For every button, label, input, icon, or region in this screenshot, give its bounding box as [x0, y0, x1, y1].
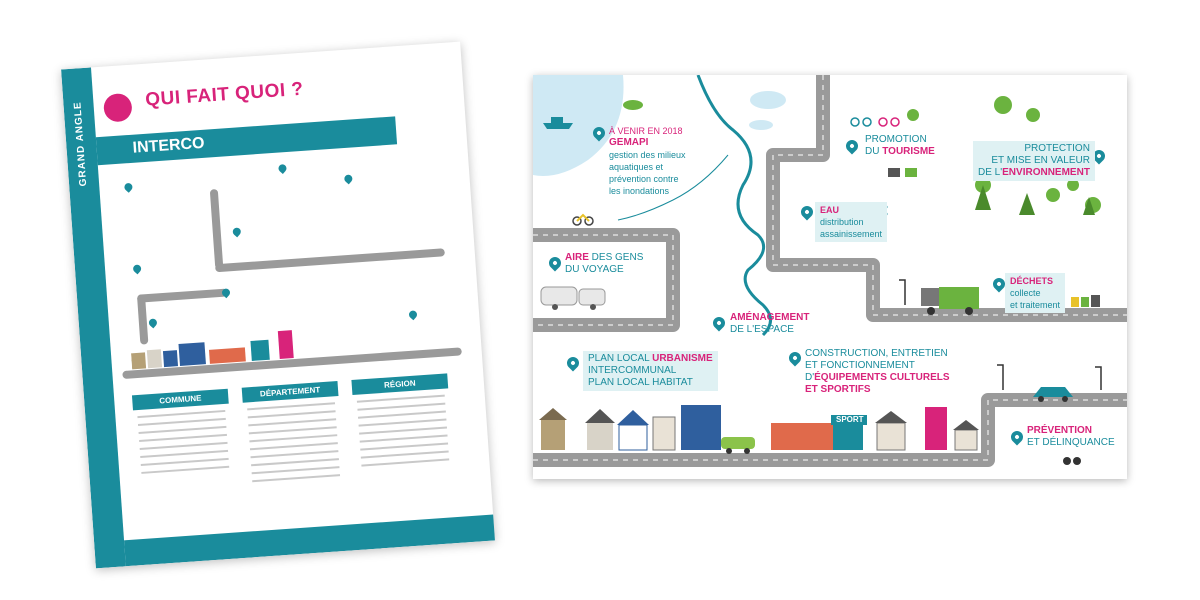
mini-town-illustration: [131, 330, 294, 370]
map-illustration: [533, 75, 1127, 467]
prevention-line2: ET DÉLINQUANCE: [1027, 437, 1115, 448]
gemapi-desc: gestion des milieux aquatiques et préven…: [609, 150, 686, 196]
sport-sign: SPORT: [836, 415, 864, 424]
aire-title-a: AIRE: [565, 252, 589, 263]
label-gemapi: À VENIR EN 2018 GEMAPI gestion des milie…: [609, 125, 729, 197]
section-bar: INTERCO: [95, 116, 398, 166]
aire-line2: DU VOYAGE: [565, 264, 624, 275]
magazine-page: GRAND ANGLE QUI FAIT QUOI ? INTERCO COMM…: [61, 41, 495, 569]
label-plu: PLAN LOCAL URBANISME INTERCOMMUNAL PLAN …: [583, 351, 718, 391]
location-pin-icon: [131, 263, 143, 275]
label-aire: AIRE DES GENS DU VOYAGE: [565, 252, 643, 276]
dechets-title: DÉCHETS: [1010, 276, 1054, 286]
dechets-line1: collecte: [1010, 288, 1041, 298]
magazine-title: QUI FAIT QUOI ?: [144, 78, 305, 111]
equip-line3b: ÉQUIPEMENTS CULTURELS: [814, 372, 950, 383]
column-departement: DÉPARTEMENT: [241, 381, 345, 488]
eau-line2: assainissement: [820, 229, 883, 239]
magazine-bottom-bar: [124, 512, 495, 567]
plu-line1a: PLAN LOCAL: [588, 353, 653, 364]
gemapi-pre: À VENIR EN 2018: [609, 126, 683, 136]
infographic-poster: SPORT À VENIR EN 2018 GEMAPI gestion des…: [533, 75, 1127, 479]
label-prevention: PRÉVENTION ET DÉLINQUANCE: [1027, 425, 1115, 449]
env-line1: PROTECTION: [1024, 143, 1090, 154]
location-pin-icon: [147, 317, 159, 329]
amenagement-title: AMÉNAGEMENT: [730, 312, 810, 323]
equip-line3a: D': [805, 372, 815, 383]
prevention-title: PRÉVENTION: [1027, 425, 1093, 436]
amenagement-line2: DE L'ESPACE: [730, 324, 794, 335]
gear-icon: [102, 92, 133, 123]
eau-line1: distribution: [820, 217, 864, 227]
dechets-line2: et traitement: [1010, 300, 1061, 310]
location-pin-icon: [407, 308, 419, 321]
column-header: RÉGION: [351, 373, 449, 396]
equip-line4: ET SPORTIFS: [805, 384, 871, 395]
label-equipements: CONSTRUCTION, ENTRETIEN ET FONCTIONNEMEN…: [805, 348, 950, 396]
eau-title: EAU: [820, 205, 840, 215]
aire-title-b: DES GENS: [588, 252, 644, 263]
plu-line2: INTERCOMMUNAL: [588, 365, 677, 376]
plu-line3: PLAN LOCAL HABITAT: [588, 377, 693, 388]
label-amenagement: AMÉNAGEMENT DE L'ESPACE: [730, 312, 809, 336]
tourisme-line2a: DU: [865, 146, 883, 157]
plu-line1b: URBANISME: [652, 353, 713, 364]
gemapi-title: GEMAPI: [609, 137, 649, 148]
env-line2: ET MISE EN VALEUR: [991, 155, 1090, 166]
location-pin-icon: [231, 226, 243, 238]
location-pin-icon: [276, 162, 289, 174]
column-header: DÉPARTEMENT: [241, 381, 339, 403]
label-eau: EAU distribution assainissement: [815, 202, 888, 242]
tourisme-line1: PROMOTION: [865, 134, 927, 145]
label-tourisme: PROMOTION DU TOURISME: [865, 134, 935, 158]
env-line3b: ENVIRONNEMENT: [1002, 167, 1090, 178]
column-header: COMMUNE: [131, 388, 229, 411]
location-pin-icon: [342, 173, 355, 185]
location-pin-icon: [122, 181, 135, 193]
env-line3a: DE L': [978, 167, 1003, 178]
label-environnement: PROTECTION ET MISE EN VALEUR DE L'ENVIRO…: [973, 141, 1095, 181]
equip-line1: CONSTRUCTION, ENTRETIEN: [805, 348, 948, 359]
column-commune: COMMUNE: [131, 388, 234, 480]
tourisme-line2b: TOURISME: [882, 146, 935, 157]
magazine-side-label: GRAND ANGLE: [72, 101, 90, 187]
mini-road: [136, 288, 228, 303]
label-dechets: DÉCHETS collecte et traitement: [1005, 273, 1066, 313]
equip-line2: ET FONCTIONNEMENT: [805, 360, 915, 371]
column-region: RÉGION: [351, 373, 453, 472]
mini-road: [215, 248, 446, 273]
mini-road: [209, 188, 224, 270]
